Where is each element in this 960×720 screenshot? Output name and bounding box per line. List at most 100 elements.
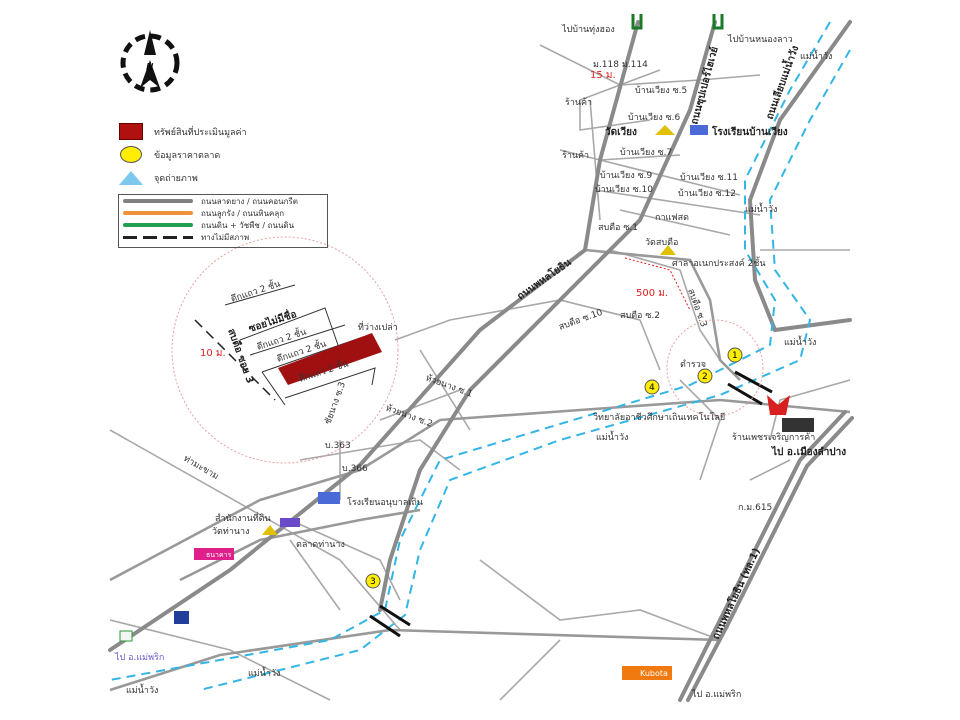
road-label: บ้านเวียง ซ.9 [600,170,653,181]
service-icon [174,611,189,624]
legend-label: จุดถ่ายภาพ [154,173,198,184]
road-label: บ้านเวียง ซ.10 [595,184,653,195]
subject-radius [666,319,764,417]
legend-label: ข้อมูลราคาตลาด [154,150,221,161]
inset-label: ที่ว่างเปล่า [358,320,398,333]
road-super [378,20,717,612]
temple-icon [660,245,676,255]
road-label: สบตือ ซ.2 [620,310,660,321]
property-square-icon [119,123,143,140]
shop-icon [782,418,814,432]
river-label: แม่น้ำวัง [745,202,777,215]
road-label: ถนนเลียบแม่น้ำวัง [762,43,802,121]
place-label: โรงเรียนอนุบาลเถิน [347,497,423,508]
kubota-logo [622,666,672,680]
legend: ทรัพย์สินที่ประเมินมูลค่า ข้อมูลราคาตลาด… [118,120,338,189]
property-parcel [278,333,382,385]
north-compass-icon: N [120,30,180,93]
place-label: วัดสบตือ [645,237,678,248]
road-main [108,20,640,652]
place-label: วิทยาลัยอาชีวศึกษาเถินเทคโนโลยี [593,412,725,423]
km-marker-label: ก.ม.615 [738,503,772,513]
yellow-circle-icon [120,146,142,163]
bridges [369,370,773,638]
route-sign-icon [712,14,724,30]
place-label: ไปบ้านทุ่งฮอง [561,24,615,35]
river-label: แม่น้ำวัง [784,335,816,348]
road-label: ชัยนาง ซ.3 [323,381,348,426]
road-label: บ้านเวียง ซ.6 [628,112,681,123]
direction-label: ไป อ.แม่พริก [114,652,164,663]
place-label: ไปบ้านหนองลาว [727,34,793,45]
main-roads [108,20,854,702]
place-label: ร้านค้า [562,150,589,161]
road-label: บ้านเวียง ซ.11 [680,172,738,183]
legend-label: ถนนลาดยาง / ถนนคอนกรีต [201,196,298,206]
market-point-1[interactable]: 1 [732,351,738,361]
distance-label: 500 ม. [636,288,668,299]
school-icon [318,492,340,504]
laterite-road-swatch [123,211,193,215]
road-label: ท่ามะขาม [182,454,221,482]
market-point-4[interactable]: 4 [649,383,655,393]
place-label: บ.363 [325,441,351,451]
dirt-road-swatch [123,223,193,227]
place-label: ศาลาอเนกประสงค์ 2ชั้น [672,256,766,269]
road-label: สบตือ ซ.10 [557,307,604,333]
market-points[interactable] [365,347,743,589]
paved-road-swatch [123,199,193,203]
kubota-label: Kubota [640,669,668,678]
place-label: สำนักงานที่ดิน [215,511,271,524]
place-label: ม.118 ม.114 [593,60,648,70]
road-label: ถนนพหลโยธิน (ทล.1) [709,546,763,642]
svg-text:N: N [146,62,154,73]
highway [678,410,847,702]
inset-label: ซอยไม่มีชื่อ [247,306,299,335]
direction-label: ไป อ.แม่พริก [691,689,741,700]
road-label: สบตือ ซ.1 [598,222,638,233]
river-label: แม่น้ำวัง [248,666,280,679]
no-road-swatch [123,235,193,239]
temple-icon [262,525,278,535]
legend-label: ถนนดิน + วัชพืช / ถนนดิน [201,220,295,230]
road-label: บ้านเวียง ซ.5 [635,85,687,96]
place-label: โรงเรียนบ้านเวียง [711,125,788,138]
route-sign-icon [631,14,643,30]
road-river-bank [747,20,852,333]
river-label: แม่น้ำวัง [596,430,628,443]
legend-label: ทรัพย์สินที่ประเมินมูลค่า [154,127,247,138]
place-label: กาแฟสด [655,213,689,223]
bank-label: ธนาคาร [206,551,232,559]
inset-label: ตึกแถว 2 ชั้น [229,277,282,305]
distance-path [624,257,691,311]
place-label: ตลาดท่านาง [296,540,345,550]
market-point-2[interactable]: 2 [702,372,708,382]
camera-point-icon [119,170,143,185]
distance-label: 15 ม. [590,70,616,81]
legend-label: ทางไม่มีสภาพ [201,232,250,242]
temple-emblem-icon [767,395,790,415]
place-label: ร้านค้า [565,97,592,108]
road-label: บ้านเวียง ซ.12 [678,188,736,199]
legend-item-property: ทรัพย์สินที่ประเมินมูลค่า [118,120,338,143]
legend-label: ถนนลูกรัง / ถนนหินคลุก [201,208,285,218]
seven-eleven-icon [119,630,133,642]
river-label: แม่น้ำวัง [126,683,158,696]
bank-icon [194,548,234,560]
river-label: แม่น้ำวัง [800,49,832,62]
direction-label: ไป อ.เมืองลำปาง [771,445,846,458]
road-label: บ้านเวียง ซ.7 [620,147,672,158]
market-point-3[interactable]: 3 [370,577,376,587]
place-label: วัดเวียง [605,126,637,138]
place-label: ร้านเพชรเจริญการค้า [732,432,815,443]
place-label: ตำรวจ [680,359,706,370]
office-icon [280,518,300,527]
property-inset [171,236,399,464]
school-icon [690,125,708,135]
inset-distance: 10 ม. [200,348,226,359]
place-label: บ.366 [342,464,368,474]
temple-icon [655,125,675,135]
legend-item-market: ข้อมูลราคาตลาด [118,143,338,166]
minor-roads [109,44,851,701]
